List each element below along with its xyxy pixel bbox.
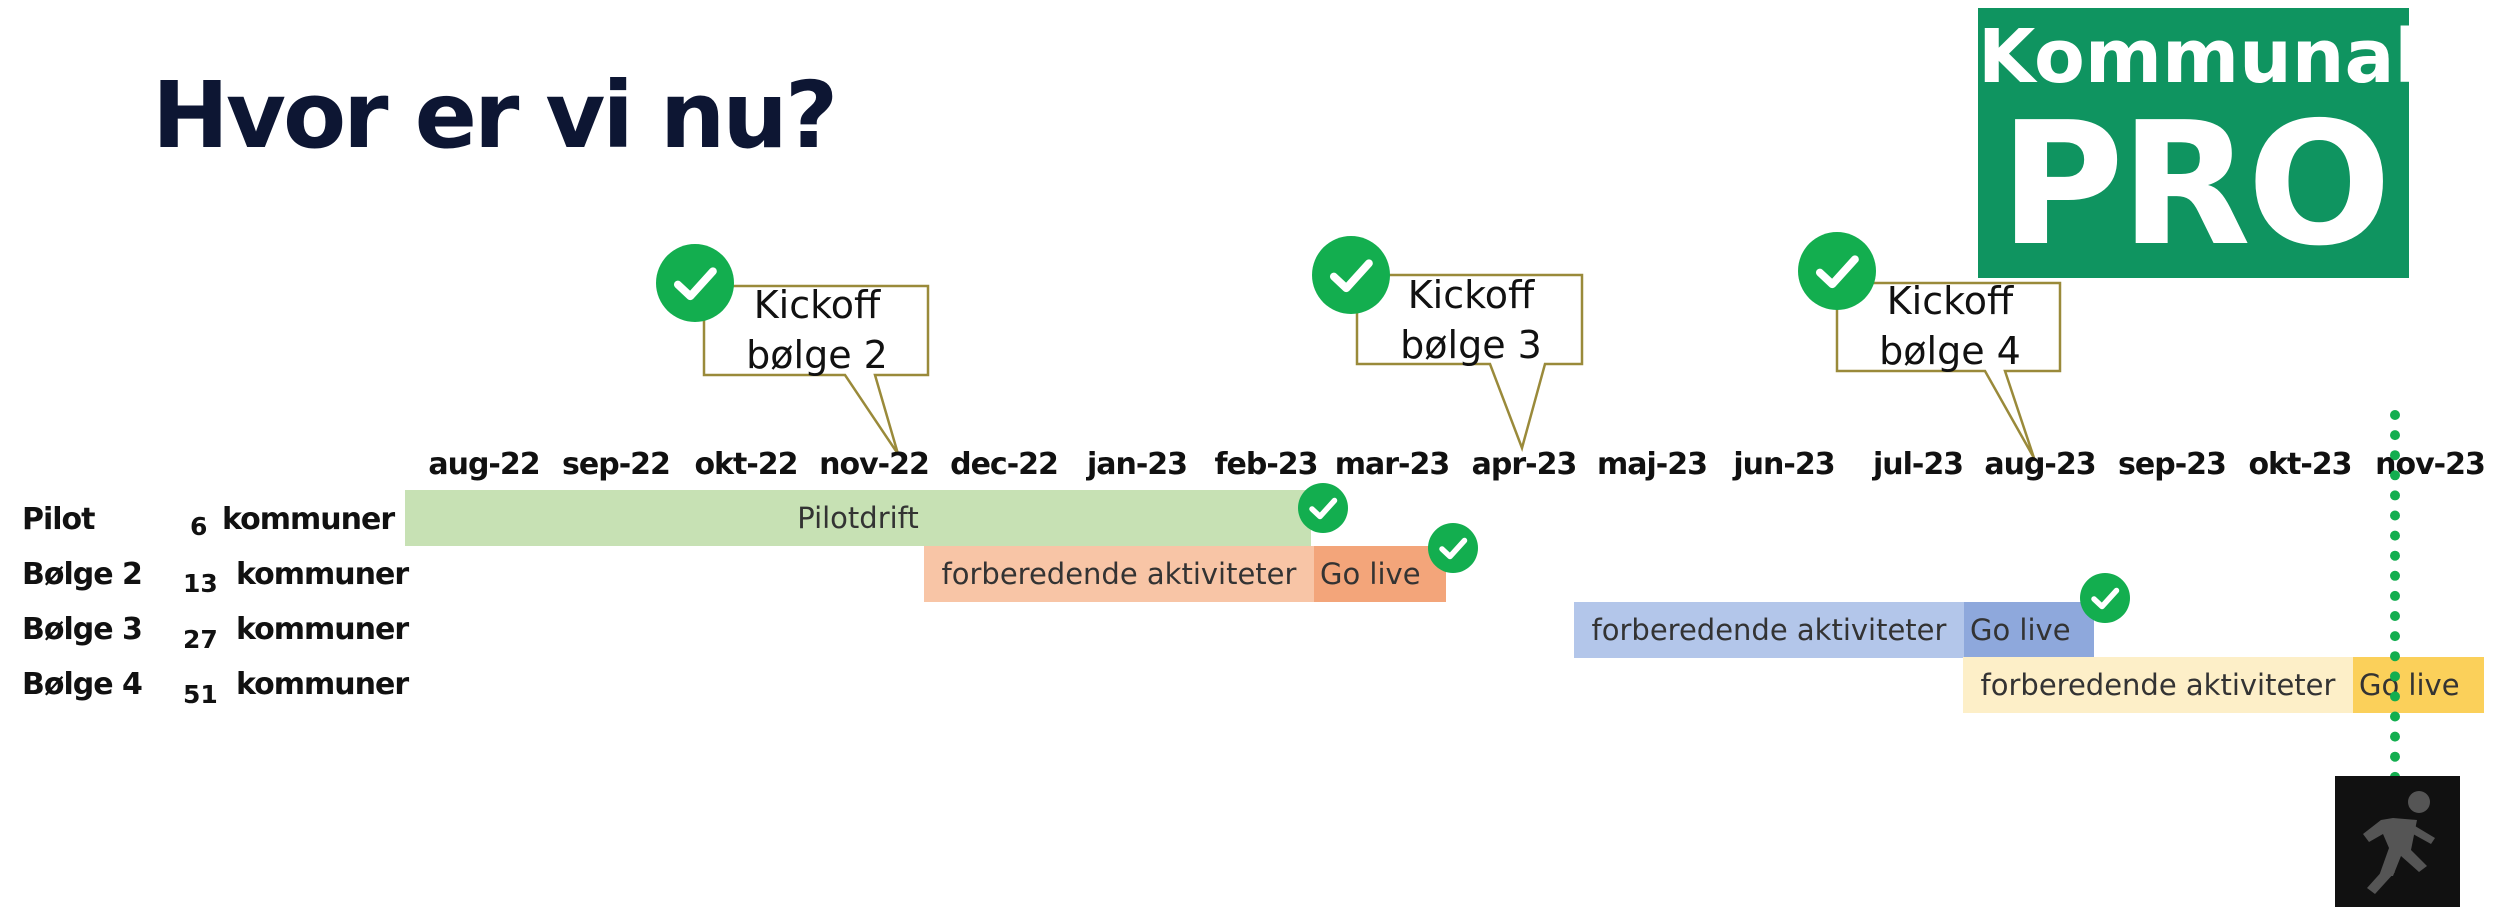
bar-label: forberedende aktiviteter — [1591, 613, 1947, 647]
bar-wave3-golive: Go live — [1964, 602, 2094, 658]
bar-pilot-drift: Pilotdrift — [405, 490, 1311, 546]
callout-wave3: Kickoff bølge 3 — [1366, 270, 1576, 370]
bar-label: Go live — [1970, 613, 2071, 647]
month-label: sep-22 — [562, 447, 671, 482]
callout-line2: bølge 3 — [1400, 323, 1542, 367]
checkmark-circle-icon — [1798, 232, 1876, 310]
bar-wave4-golive: Go live — [2353, 657, 2484, 713]
bar-wave2-golive: Go live — [1314, 546, 1446, 602]
month-label: okt-23 — [2248, 447, 2352, 482]
row-count-wave4: 51 — [183, 680, 218, 709]
month-label: okt-22 — [694, 447, 798, 482]
month-label: sep-23 — [2118, 447, 2227, 482]
checkmark-circle-icon — [1428, 523, 1478, 573]
row-count-wave2: 13 — [183, 569, 218, 598]
row-unit-pilot: kommuner — [222, 502, 395, 537]
month-label: jan-23 — [1086, 447, 1188, 482]
month-label: feb-23 — [1214, 447, 1318, 482]
bar-label: Go live — [1320, 557, 1421, 591]
bar-label: forberedende aktiviteter — [1980, 668, 2336, 702]
month-label: aug-22 — [428, 447, 540, 482]
logo-line1: Kommunal — [1978, 14, 2420, 100]
bar-wave2-prep: forberedende aktiviteter — [924, 546, 1314, 602]
running-person-icon — [2335, 776, 2460, 907]
row-unit-wave2: kommuner — [236, 557, 409, 592]
bar-label: forberedende aktiviteter — [941, 557, 1297, 591]
callout-line1: Kickoff — [1407, 273, 1535, 317]
callout-wave4: Kickoff bølge 4 — [1845, 276, 2055, 376]
page-title: Hvor er vi nu? — [152, 62, 838, 169]
checkmark-circle-icon — [1298, 483, 1348, 533]
row-unit-wave3: kommuner — [236, 612, 409, 647]
callout-line1: Kickoff — [753, 283, 881, 327]
month-label: apr-23 — [1471, 447, 1578, 482]
callout-wave2-box — [702, 284, 930, 455]
callout-wave2: Kickoff bølge 2 — [712, 280, 922, 380]
month-label: jun-23 — [1733, 447, 1835, 482]
callout-line2: bølge 4 — [1879, 329, 2021, 373]
checkmark-circle-icon — [1312, 236, 1390, 314]
row-count-pilot: 6 — [190, 512, 208, 541]
row-count-wave3: 27 — [183, 625, 218, 654]
row-label-pilot: Pilot — [22, 502, 96, 537]
checkmark-circle-icon — [2080, 573, 2130, 623]
bar-label: Go live — [2359, 668, 2460, 702]
bar-label: Pilotdrift — [797, 501, 919, 535]
bar-wave4-prep: forberedende aktiviteter — [1963, 657, 2353, 713]
kommunal-pro-logo: Kommunal PRO — [1978, 8, 2420, 284]
checkmark-circle-icon — [656, 244, 734, 322]
month-label: mar-23 — [1334, 447, 1450, 482]
callout-wave4-box — [1835, 281, 2062, 459]
logo-line2: PRO — [1999, 86, 2391, 284]
callout-line2: bølge 2 — [746, 333, 888, 377]
month-label: aug-23 — [1984, 447, 2096, 482]
callout-wave3-box — [1355, 273, 1584, 453]
row-label-wave3: Bølge 3 — [22, 612, 143, 647]
month-label: nov-22 — [819, 447, 930, 482]
month-label: dec-22 — [950, 447, 1059, 482]
callout-line1: Kickoff — [1886, 279, 2014, 323]
row-label-wave4: Bølge 4 — [22, 667, 143, 702]
current-date-marker — [2390, 410, 2400, 782]
bar-wave3-prep: forberedende aktiviteter — [1574, 602, 1964, 658]
row-label-wave2: Bølge 2 — [22, 557, 143, 592]
month-label: maj-23 — [1597, 447, 1708, 482]
month-label: jul-23 — [1872, 447, 1964, 482]
row-unit-wave4: kommuner — [236, 667, 409, 702]
